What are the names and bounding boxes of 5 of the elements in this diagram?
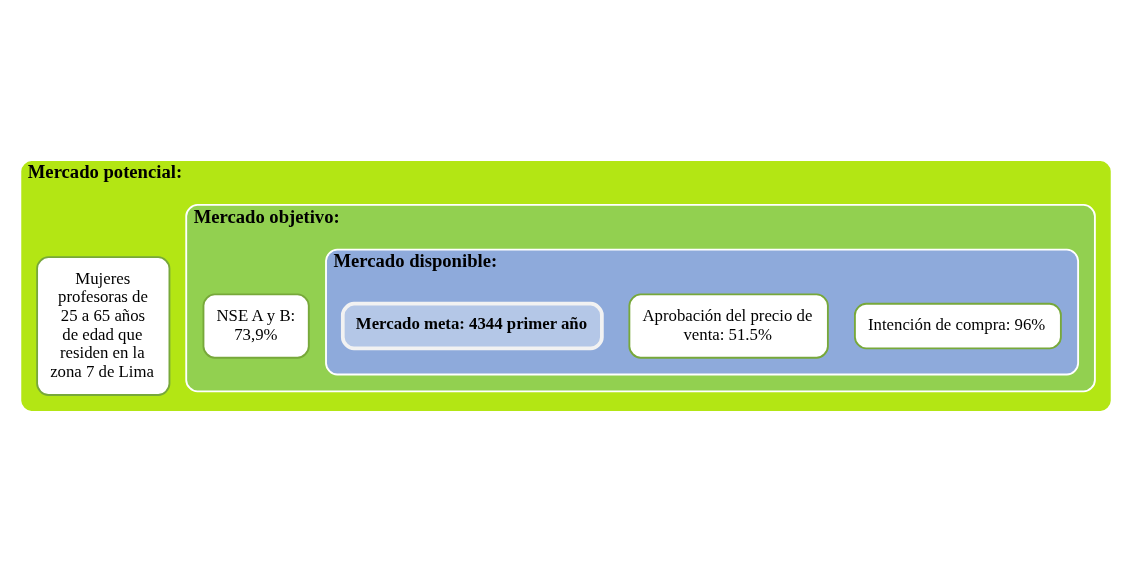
node-box: Intención de compra: 96% [854, 302, 1062, 349]
node-box: NSE A y B: 73,9% [202, 292, 310, 359]
node-box: Aprobación del precio de venta: 51.5% [628, 292, 829, 359]
node-box: Mujeres profesoras de 25 a 65 años de edad que residen en la zona 7 de Lima [36, 255, 171, 396]
node-box: Mercado meta: 4344 primer año [340, 301, 604, 350]
